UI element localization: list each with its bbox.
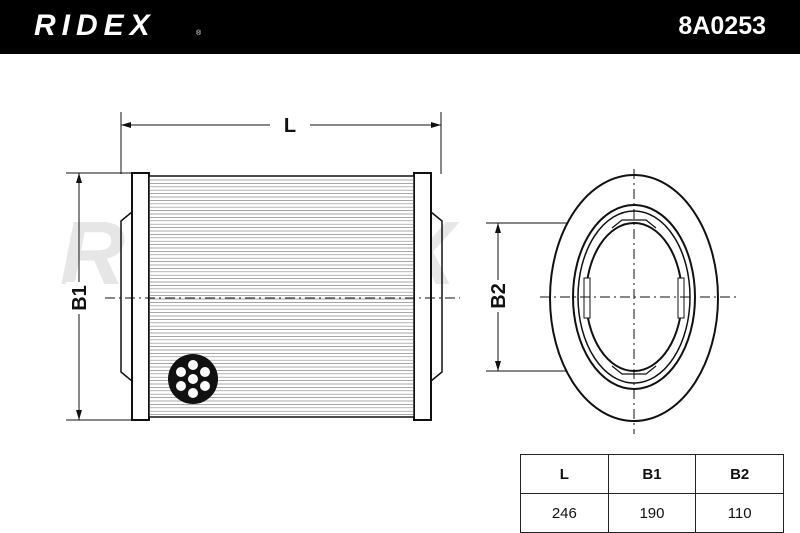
b1-label-bg [66, 282, 92, 314]
spec-header-row: L B1 B2 [520, 454, 784, 494]
right-end-cap [413, 172, 432, 421]
header-bar: RIDEX ® 8A0253 [0, 0, 800, 54]
spec-value-row: 246 190 110 [520, 493, 784, 533]
l-arrow-left [121, 122, 131, 128]
l-label: L [284, 115, 296, 137]
b1-label: B1 [69, 285, 91, 311]
spec-table: L B1 B2 246 190 110 [520, 454, 784, 533]
spec-value-b2: 110 [695, 493, 784, 533]
left-end-cap [131, 172, 150, 421]
honeycomb-holes [176, 360, 210, 398]
b2-arrow-bottom [495, 361, 501, 371]
b2-label: B2 [488, 283, 510, 309]
spec-value-b1: 190 [607, 493, 697, 533]
left-flange-outline [120, 211, 133, 382]
l-arrow-right [431, 122, 441, 128]
left-tab [583, 277, 591, 319]
l-label-bg [270, 114, 310, 136]
top-notch [611, 219, 657, 229]
spec-header-b1: B1 [607, 454, 697, 494]
filter-pleats [150, 179, 413, 415]
right-flange-outline [430, 211, 443, 382]
b1-arrow-top [76, 173, 82, 183]
registered-mark: ® [196, 30, 202, 37]
technical-drawing: RIDEX L B1 B2 [60, 112, 738, 434]
b2-label-bg [485, 280, 511, 312]
right-tab [677, 277, 685, 319]
part-number: 8A0253 [678, 12, 766, 40]
spec-value-l: 246 [520, 493, 609, 533]
spec-header-l: L [520, 454, 609, 494]
brand-logo: RIDEX [34, 9, 156, 42]
spec-header-b2: B2 [695, 454, 784, 494]
b2-arrow-top [495, 223, 501, 233]
b1-arrow-bottom [76, 410, 82, 420]
